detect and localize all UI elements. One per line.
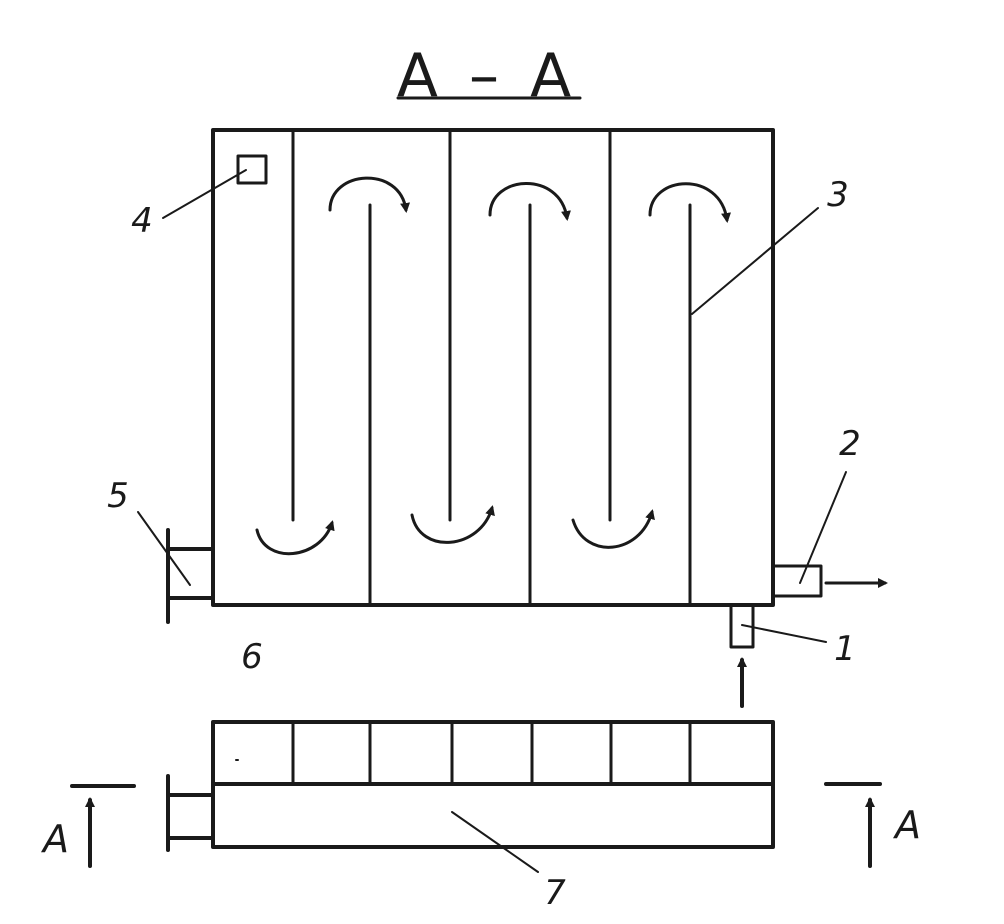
leader-1	[741, 624, 827, 643]
flow-arrows-top	[328, 176, 731, 223]
partitions	[291, 128, 692, 607]
callout-4: 4	[131, 201, 153, 241]
flow-arrow-top-3	[648, 182, 731, 223]
outlet-pipe	[771, 564, 823, 598]
flow-arrows-bottom	[255, 505, 655, 555]
plan-cells	[291, 720, 692, 786]
callout-3: 3	[827, 175, 849, 215]
leader-5	[137, 511, 191, 586]
flow-arrow-top-2	[488, 182, 571, 221]
leader-2	[799, 471, 847, 584]
flow-arrow-bottom-1	[255, 520, 335, 555]
flow-arrow-bottom-2	[410, 505, 495, 544]
section-mark-left	[70, 784, 136, 868]
inlet-pipe	[729, 603, 755, 649]
flow-arrow-bottom-3	[571, 509, 655, 549]
leader-7	[451, 811, 539, 873]
leader-3	[691, 207, 819, 315]
vent-square	[236, 154, 268, 185]
tank-body	[211, 128, 775, 607]
flow-arrow-top-1	[328, 176, 411, 213]
section-mark-right	[824, 782, 882, 868]
callout-2: 2	[839, 424, 861, 464]
leader-4	[162, 169, 247, 219]
plan-left-flange	[166, 774, 215, 852]
section-letter-right: A	[892, 803, 921, 847]
callout-5: 5	[107, 476, 129, 516]
section-title: A – A	[397, 41, 577, 111]
callout-6: 6	[241, 637, 263, 677]
left-flange	[166, 528, 215, 624]
callout-7: 7	[544, 873, 566, 913]
section-letter-left: A	[40, 817, 69, 861]
callout-1: 1	[834, 629, 856, 669]
